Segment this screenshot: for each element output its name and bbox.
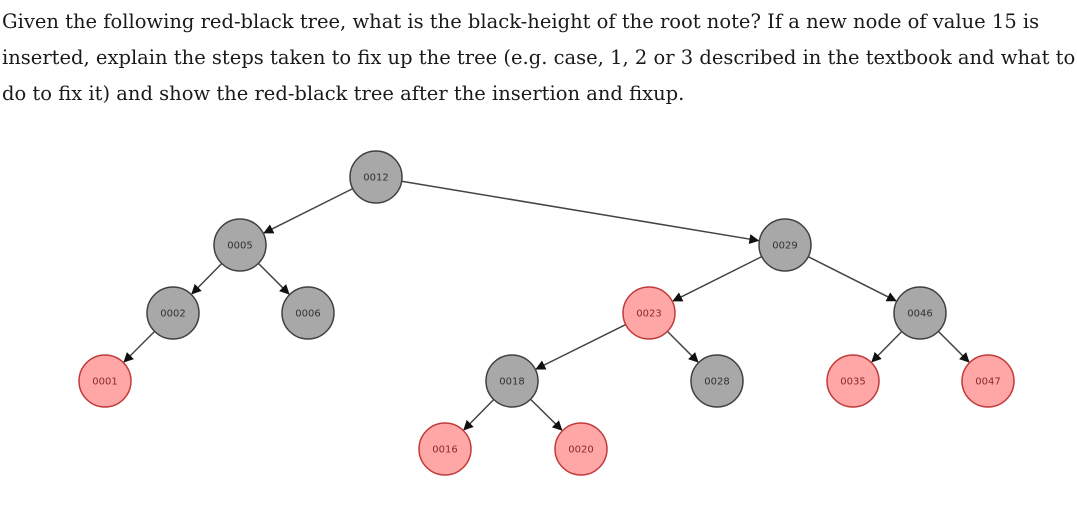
tree-edge (463, 398, 495, 431)
tree-node-circle (826, 354, 880, 408)
red-tree-node: 0035 (826, 354, 880, 408)
tree-node-label: 0006 (295, 309, 320, 320)
black-tree-node: 0012 (349, 150, 403, 204)
tree-node-label: 0018 (499, 377, 524, 388)
question-line-2: inserted, explain the steps taken to fix… (2, 46, 1076, 69)
tree-nodes: 0012 0005 0029 0002 0006 0023 0046 0001 0018 0028… (78, 150, 1015, 476)
tree-edge (263, 187, 354, 234)
tree-node-circle (78, 354, 132, 408)
tree-edge (401, 180, 760, 245)
tree-edge (257, 262, 290, 295)
tree-node-circle (213, 218, 267, 272)
red-tree-node: 0020 (554, 422, 608, 476)
tree-edge (191, 262, 223, 295)
tree-node-label: 0020 (568, 445, 593, 456)
tree-node-label: 0046 (907, 309, 932, 320)
tree-node-label: 0002 (160, 309, 185, 320)
tree-edge (871, 330, 903, 363)
tree-node-label: 0023 (636, 309, 661, 320)
tree-edge (937, 330, 970, 363)
tree-node-circle (554, 422, 608, 476)
black-tree-node: 0029 (758, 218, 812, 272)
black-tree-node: 0046 (893, 286, 947, 340)
question-text: Given the following red-black tree, what… (2, 4, 1075, 112)
tree-node-label: 0005 (227, 241, 252, 252)
red-tree-node: 0001 (78, 354, 132, 408)
tree-node-label: 0029 (772, 241, 797, 252)
question-line-1: Given the following red-black tree, what… (2, 10, 1040, 33)
tree-node-circle (418, 422, 472, 476)
tree-node-circle (485, 354, 539, 408)
tree-edge (666, 330, 699, 363)
tree-node-circle (690, 354, 744, 408)
tree-node-label: 0028 (704, 377, 729, 388)
black-tree-node: 0002 (146, 286, 200, 340)
tree-edge (807, 256, 897, 302)
tree-node-label: 0016 (432, 445, 457, 456)
tree-edges (123, 180, 970, 431)
tree-edge (123, 330, 156, 363)
red-tree-node: 0047 (961, 354, 1015, 408)
black-tree-node: 0028 (690, 354, 744, 408)
tree-node-label: 0035 (840, 377, 865, 388)
tree-node-circle (961, 354, 1015, 408)
tree-node-label: 0012 (363, 173, 388, 184)
black-tree-node: 0006 (281, 286, 335, 340)
tree-node-circle (281, 286, 335, 340)
red-tree-node: 0023 (622, 286, 676, 340)
tree-edge (672, 255, 763, 302)
tree-node-circle (893, 286, 947, 340)
question-line-3: do to fix it) and show the red-black tre… (2, 82, 685, 105)
black-tree-node: 0005 (213, 218, 267, 272)
tree-node-circle (622, 286, 676, 340)
tree-edge (529, 398, 563, 431)
tree-node-circle (349, 150, 403, 204)
tree-node-circle (758, 218, 812, 272)
tree-node-label: 0047 (975, 377, 1000, 388)
tree-node-circle (146, 286, 200, 340)
tree-edge (535, 323, 627, 370)
tree-node-label: 0001 (92, 377, 117, 388)
red-tree-node: 0016 (418, 422, 472, 476)
black-tree-node: 0018 (485, 354, 539, 408)
